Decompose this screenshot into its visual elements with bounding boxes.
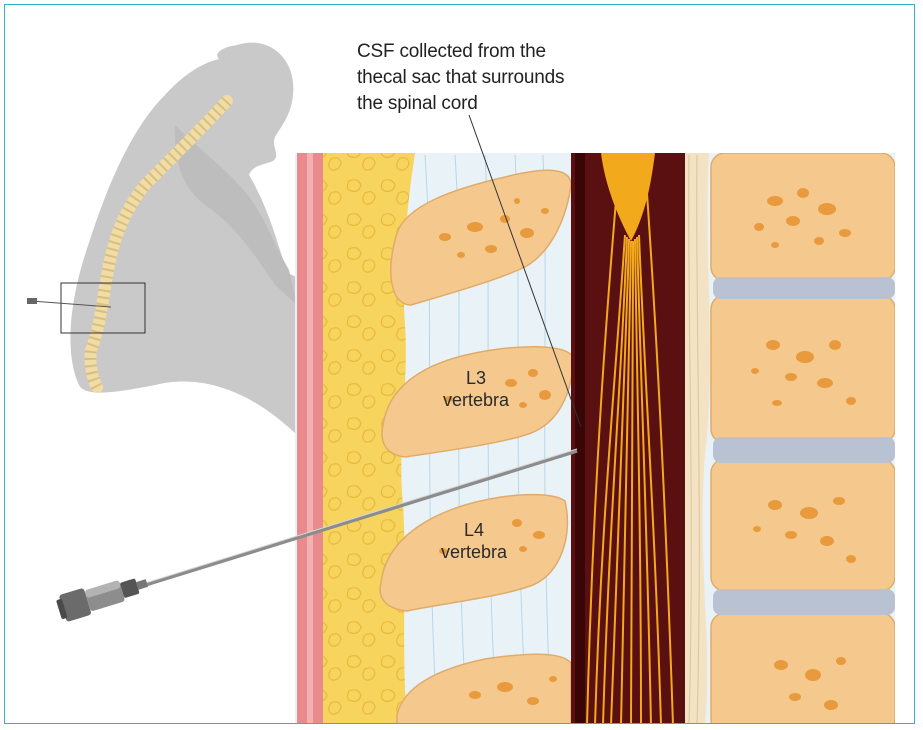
callout-line-2: thecal sac that surrounds bbox=[357, 65, 607, 91]
spine-cross-section bbox=[295, 153, 895, 724]
disc-l2-l3 bbox=[713, 277, 895, 299]
l3-word: vertebra bbox=[421, 389, 531, 411]
disc-l4-l5 bbox=[713, 589, 895, 615]
l3-vertebra-label: L3 vertebra bbox=[421, 367, 531, 411]
mini-syringe-icon bbox=[27, 298, 37, 304]
l3-name: L3 bbox=[421, 367, 531, 389]
csf-callout-label: CSF collected from the thecal sac that s… bbox=[357, 39, 607, 117]
disc-l3-l4 bbox=[713, 437, 895, 463]
vertebral-bodies bbox=[711, 153, 895, 724]
figure-frame: CSF collected from the thecal sac that s… bbox=[4, 4, 915, 724]
l4-vertebra-label: L4 vertebra bbox=[419, 519, 529, 563]
skin-layer bbox=[297, 153, 307, 724]
l4-name: L4 bbox=[419, 519, 529, 541]
callout-line-1: CSF collected from the bbox=[357, 39, 607, 65]
callout-line-3: the spinal cord bbox=[357, 91, 607, 117]
human-silhouette bbox=[70, 43, 308, 435]
l4-word: vertebra bbox=[419, 541, 529, 563]
